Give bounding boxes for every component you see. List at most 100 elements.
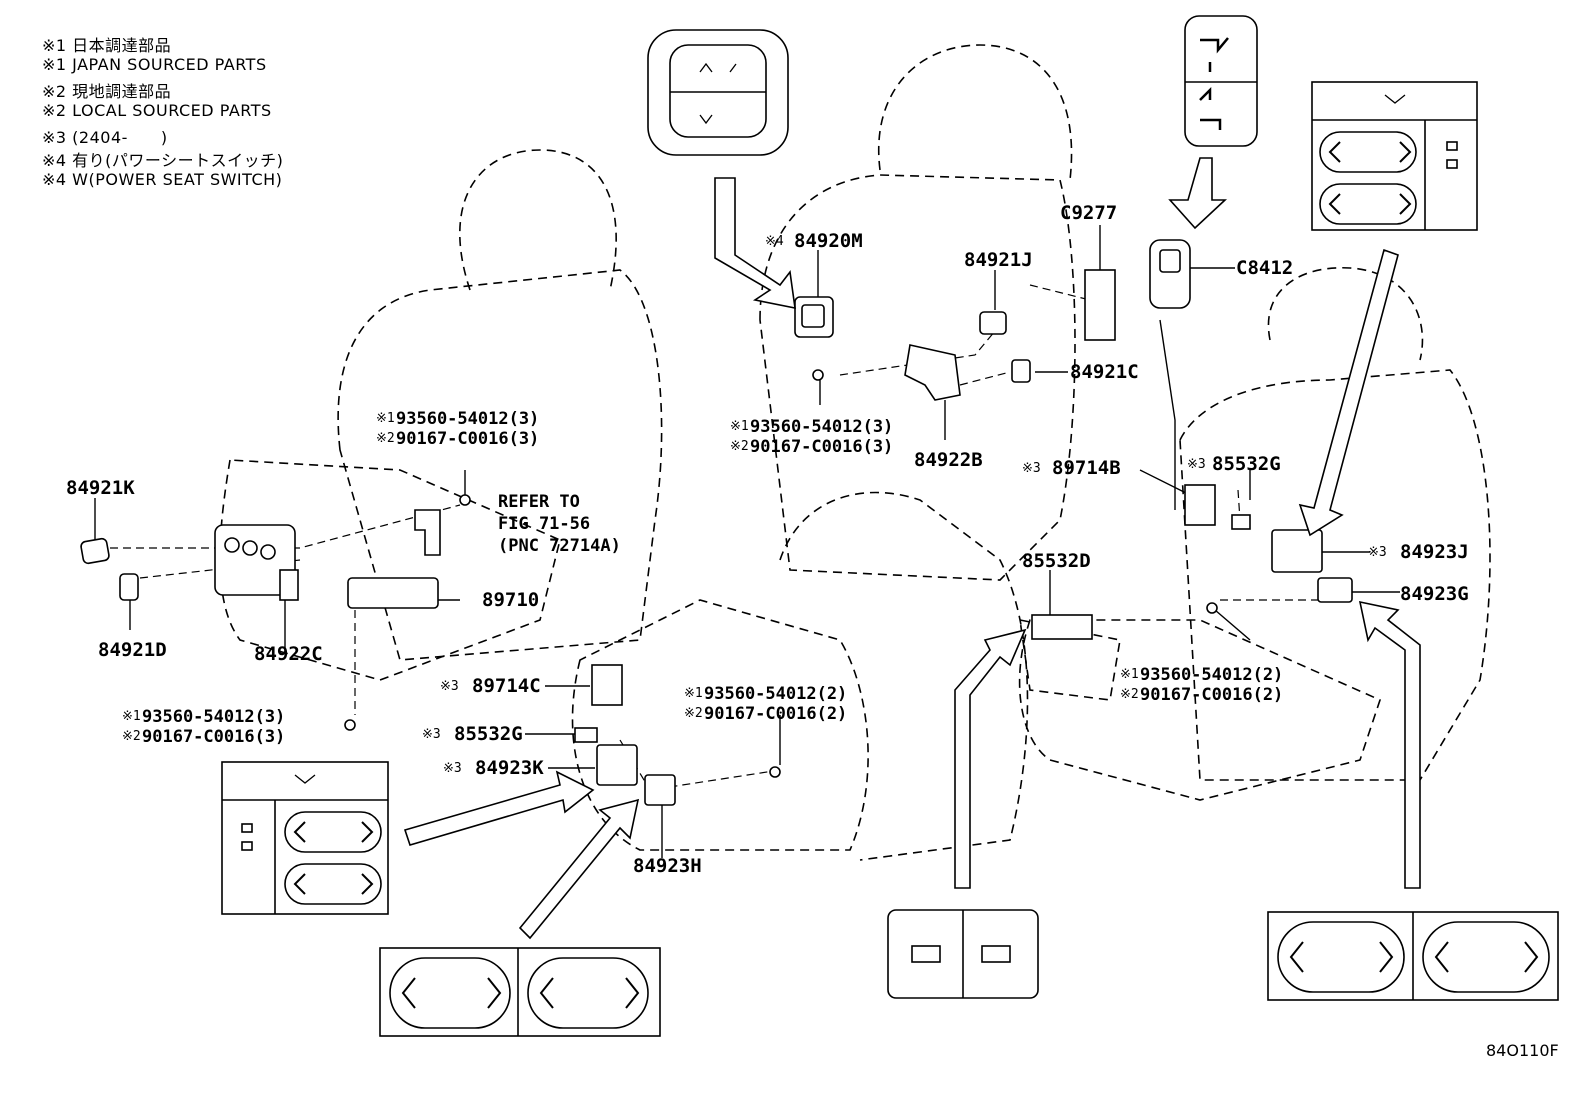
- part-85532G-left-shape: [574, 727, 598, 743]
- marker-4: ※4: [765, 234, 784, 249]
- label-85532G-left: 85532G: [454, 723, 523, 745]
- part-84921D-shape: [119, 573, 139, 601]
- part-84921J-shape: [979, 311, 1007, 335]
- note-line: ※3 (2404- ): [42, 128, 168, 147]
- label-89714C: 89714C: [472, 675, 541, 697]
- left-headrest-outline: [459, 149, 617, 291]
- right-seatback-outline: [1179, 369, 1491, 781]
- part-84922B-shape: [904, 344, 961, 401]
- label-89714B: 89714B: [1052, 457, 1121, 479]
- marker-1: ※1: [1120, 667, 1139, 682]
- part-C9277-shape: [1084, 269, 1116, 341]
- note-line: ※1 JAPAN SOURCED PARTS: [42, 55, 267, 74]
- note-line: ※4 W(POWER SEAT SWITCH): [42, 170, 283, 189]
- arrow-to-85532D: [954, 628, 1027, 889]
- part-85532G-right-shape: [1231, 514, 1251, 530]
- marker-2: ※2: [684, 706, 703, 721]
- part-89714C-shape: [591, 664, 623, 706]
- fastener-label: 93560-54012(2): [1140, 665, 1283, 685]
- left-seatback-outline: [337, 269, 663, 661]
- fastener-label: 93560-54012(3): [750, 417, 893, 437]
- marker-2: ※2: [730, 439, 749, 454]
- label-84921D: 84921D: [98, 639, 167, 661]
- note-line: ※1 日本調達部品: [42, 36, 172, 55]
- marker-3: ※3: [1022, 461, 1041, 476]
- marker-3: ※3: [443, 761, 462, 776]
- label-84921C: 84921C: [1070, 361, 1139, 383]
- figure-code: 84O110F: [1486, 1041, 1559, 1060]
- marker-2: ※2: [122, 729, 141, 744]
- bracket-shape: [414, 509, 441, 556]
- center-cushion-outline: [571, 599, 869, 851]
- part-84923H-shape: [644, 774, 676, 806]
- marker-1: ※1: [376, 411, 395, 426]
- label-85532D: 85532D: [1022, 550, 1091, 572]
- part-84923K-shape: [596, 744, 638, 786]
- fastener-label: 90167-C0016(3): [396, 429, 539, 449]
- part-84923G-shape: [1317, 577, 1353, 603]
- arrow-to-84923G: [1358, 600, 1421, 889]
- marker-3: ※3: [422, 727, 441, 742]
- note-line: ※2 現地調達部品: [42, 82, 172, 101]
- left-cushion-outline: [219, 459, 561, 681]
- fastener-label: 93560-54012(2): [704, 684, 847, 704]
- label-84923J: 84923J: [1400, 541, 1469, 563]
- label-84921K: 84921K: [66, 477, 135, 499]
- refer-line-2: FIG 71-56: [498, 514, 590, 534]
- inset-C8412-switch: [1184, 15, 1258, 147]
- part-84922C-shape: [279, 569, 299, 601]
- label-85532G-right: 85532G: [1212, 453, 1281, 475]
- label-89710: 89710: [482, 589, 539, 611]
- center-headrest-outline: [877, 44, 1073, 181]
- part-89714B-shape: [1184, 484, 1216, 526]
- label-84920M: 84920M: [794, 230, 863, 252]
- marker-2: ※2: [376, 431, 395, 446]
- arrow-to-C8412: [1168, 157, 1228, 230]
- pointer-arrows: [403, 157, 1421, 940]
- note-line: ※2 LOCAL SOURCED PARTS: [42, 101, 272, 120]
- marker-1: ※1: [730, 419, 749, 434]
- refer-line-3: (PNC 72714A): [498, 536, 621, 556]
- label-84921J: 84921J: [964, 249, 1033, 271]
- marker-3: ※3: [1187, 457, 1206, 472]
- right-cushion-outline: [1018, 619, 1381, 801]
- fastener-label: 90167-C0016(2): [704, 704, 847, 724]
- switch-insets: [221, 15, 1559, 1037]
- label-84923H: 84923H: [633, 855, 702, 877]
- part-85532D-shape: [1031, 614, 1093, 640]
- note-line: ※4 有り(パワーシートスイッチ): [42, 151, 284, 170]
- label-84922B: 84922B: [914, 449, 983, 471]
- label-84922C: 84922C: [254, 643, 323, 665]
- part-labels: 84921K 84921D 84922C 89710 84920M 84921J…: [66, 202, 1559, 1060]
- seat-outlines: [219, 44, 1491, 861]
- part-84921K-shape: [80, 537, 110, 565]
- arrow-to-84923J: [1298, 248, 1399, 537]
- label-C8412: C8412: [1236, 257, 1293, 279]
- marker-1: ※1: [684, 686, 703, 701]
- marker-3: ※3: [1368, 545, 1387, 560]
- label-84923K: 84923K: [475, 757, 544, 779]
- solid-leaders: [94, 225, 1400, 858]
- fastener-label: 90167-C0016(3): [750, 437, 893, 457]
- fastener-label: 93560-54012(3): [142, 707, 285, 727]
- fastener-label: 90167-C0016(3): [142, 727, 285, 747]
- part-shapes: [80, 239, 1353, 806]
- marker-2: ※2: [1120, 687, 1139, 702]
- label-C9277: C9277: [1060, 202, 1117, 224]
- front-seat-outline: [779, 491, 1029, 861]
- part-89710-shape: [347, 577, 439, 609]
- chevrons: [293, 141, 1539, 1009]
- marker-1: ※1: [122, 709, 141, 724]
- refer-line-1: REFER TO: [498, 492, 580, 512]
- arrow-to-84923K: [403, 770, 595, 846]
- arrow-to-84923H: [518, 798, 640, 940]
- fastener-label: 93560-54012(3): [396, 409, 539, 429]
- right-headrest-outline: [1267, 267, 1424, 361]
- fastener-label: 90167-C0016(2): [1140, 685, 1283, 705]
- center-seatback-outline: [759, 174, 1076, 581]
- marker-3: ※3: [440, 679, 459, 694]
- part-84921C-shape: [1011, 359, 1031, 383]
- part-84923J-shape: [1271, 529, 1323, 573]
